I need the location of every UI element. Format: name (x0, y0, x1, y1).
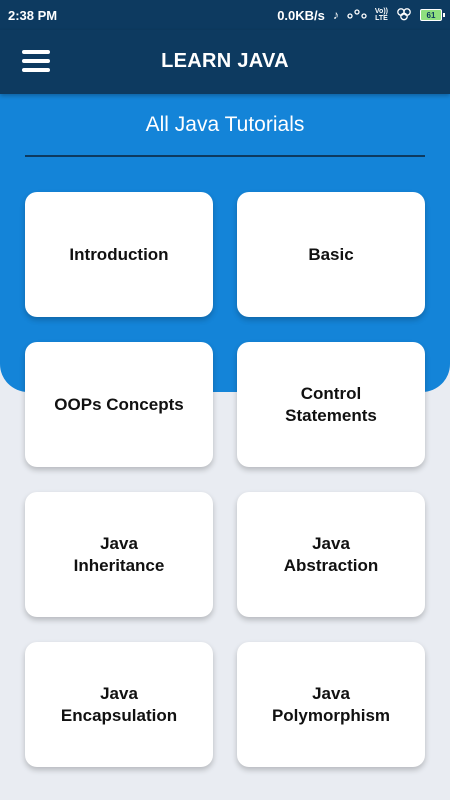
sync-icon (396, 7, 412, 23)
card-introduction[interactable]: Introduction (25, 192, 213, 317)
card-control-statements[interactable]: Control Statements (237, 342, 425, 467)
hotspot-icon (347, 8, 367, 22)
card-java-abstraction[interactable]: Java Abstraction (237, 492, 425, 617)
card-basic[interactable]: Basic (237, 192, 425, 317)
status-bar: 2:38 PM 0.0KB/s ♪ Vo)) LTE (0, 0, 450, 30)
card-java-polymorphism[interactable]: Java Polymorphism (237, 642, 425, 767)
card-java-inheritance[interactable]: Java Inheritance (25, 492, 213, 617)
section-title: All Java Tutorials (145, 113, 305, 136)
card-label: OOPs Concepts (54, 394, 184, 414)
status-time: 2:38 PM (8, 7, 58, 23)
volte-top: Vo)) (374, 8, 388, 15)
header-divider (25, 155, 425, 157)
card-label: Java Inheritance (73, 533, 165, 575)
volte-icon: Vo)) LTE (375, 8, 388, 22)
volte-bottom: LTE (375, 15, 388, 22)
network-speed: 0.0KB/s (277, 7, 325, 23)
card-label: Control Statements (285, 383, 377, 425)
battery-icon: 61 (420, 9, 445, 21)
card-java-encapsulation[interactable]: Java Encapsulation (25, 642, 213, 767)
card-label: Introduction (69, 244, 169, 264)
card-label: Java Encapsulation (60, 683, 178, 725)
app-bar: LEARN JAVA (0, 30, 450, 94)
hamburger-menu-icon[interactable] (22, 50, 50, 74)
status-icons: 0.0KB/s ♪ Vo)) LTE (277, 7, 445, 23)
card-oops-concepts[interactable]: OOPs Concepts (25, 342, 213, 467)
card-label: Java Abstraction (283, 533, 379, 575)
card-label: Basic (308, 244, 354, 264)
tiktok-icon: ♪ (332, 8, 339, 22)
app-title: LEARN JAVA (161, 50, 289, 72)
card-label: Java Polymorphism (271, 683, 391, 725)
battery-level: 61 (426, 10, 436, 20)
